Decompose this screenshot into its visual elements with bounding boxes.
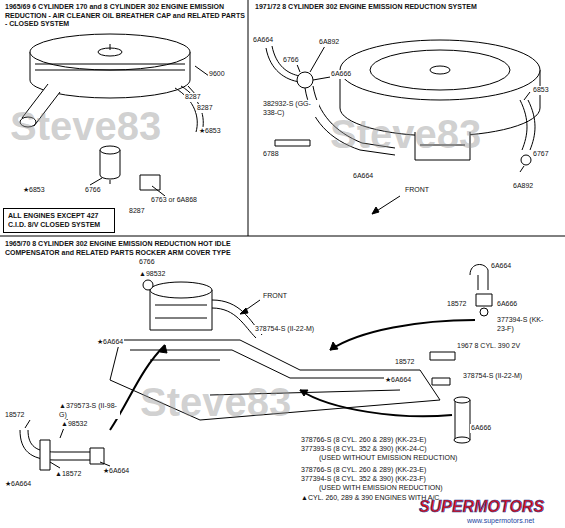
callout-number: 378754-S (II-22-M) <box>254 325 315 334</box>
callout-number: 6767 <box>532 150 550 159</box>
callout-number: 377393-S (8 CYL. 352 & 390) (KK-24-C) <box>300 445 428 454</box>
callout-number: FRONT <box>404 186 430 195</box>
callout-number: 6766 <box>282 56 300 65</box>
callout-number: 9600 <box>208 70 226 79</box>
callout-number: 6788 <box>262 150 280 159</box>
callout-number: ▲98532 <box>138 270 166 279</box>
watermark: Steve83 <box>330 112 481 156</box>
callout-number: 378754-S (II-22-M) <box>462 372 523 381</box>
part-number: ▲379573-S (II-98-G) <box>58 402 120 419</box>
part-number: 382932-S (GG-338-C) <box>262 100 319 117</box>
callout-number: ▲98532 <box>60 420 88 429</box>
callout-number: 8287 <box>184 93 202 102</box>
part-number: 377394-S (KK-23-F) <box>496 316 553 333</box>
callout-number: FRONT <box>262 292 288 301</box>
panel-heading: 1965/69 6 CYLINDER 170 and 8 CYLINDER 30… <box>4 3 246 29</box>
callout-number: ★6853 <box>198 127 222 136</box>
callout-number: 6853 <box>532 86 550 95</box>
callout-number: ★6853 <box>22 186 46 195</box>
logo-text: SUPERMOTORS <box>418 498 545 516</box>
callout-number: 6A664 <box>490 262 512 271</box>
callout-number: 1967 8 CYL. 390 2V <box>456 342 521 351</box>
callout-number: 6A892 <box>512 182 534 191</box>
callout-number: 18572 <box>4 411 25 420</box>
callout-number: 8287 <box>196 104 214 113</box>
callout-number: ▲18572 <box>54 470 82 479</box>
callout-number: 18572 <box>394 358 415 367</box>
callout-number: 6A664 <box>252 36 274 45</box>
callout-number: 6A666 <box>470 424 492 433</box>
watermark: Steve83 <box>140 380 291 424</box>
logo-url: www.supermotors.net <box>466 517 535 526</box>
callout-number: 6A664 <box>352 172 374 181</box>
note-text: ALL ENGINES EXCEPT 427 C.I.D. 8/V CLOSED… <box>8 212 110 229</box>
note-box: ALL ENGINES EXCEPT 427 C.I.D. 8/V CLOSED… <box>3 208 115 233</box>
callout-number: 6A892 <box>318 38 340 47</box>
callout-number: 18572 <box>446 300 467 309</box>
panel-heading: 1971/72 8 CYLINDER 302 ENGINE EMISSION R… <box>254 3 486 12</box>
watermark: Steve83 <box>10 104 161 148</box>
callout-number: ★6A664 <box>102 467 130 476</box>
callout-number: (USED WITH EMISSION REDUCTION) <box>318 484 444 493</box>
callout-number: ★6A664 <box>4 480 32 489</box>
callout-number: 377394-S (8 CYL. 352 & 390) (KK-23-F) <box>300 475 427 484</box>
callout-number: 6A666 <box>330 70 352 79</box>
callout-number: ★6A664 <box>384 376 412 385</box>
callout-number: (USED WITHOUT EMISSION REDUCTION) <box>318 454 458 463</box>
callout-number: ★6A664 <box>96 338 124 347</box>
callout-number: 6A666 <box>496 300 518 309</box>
callout-number: 6763 or 6A868 <box>150 196 198 205</box>
callout-number: 378766-S (8 CYL. 260 & 289) (KK-23-E) <box>300 436 427 445</box>
callout-number: 6766 <box>84 186 102 195</box>
callout-number: 8287 <box>128 207 146 216</box>
callout-number: 6766 <box>138 258 156 267</box>
callout-number: 378766-S (8 CYL. 260 & 289) (KK-23-E) <box>300 466 427 475</box>
panel-heading: 1965/70 8 CYLINDER 302 ENGINE EMISSION R… <box>4 240 251 257</box>
